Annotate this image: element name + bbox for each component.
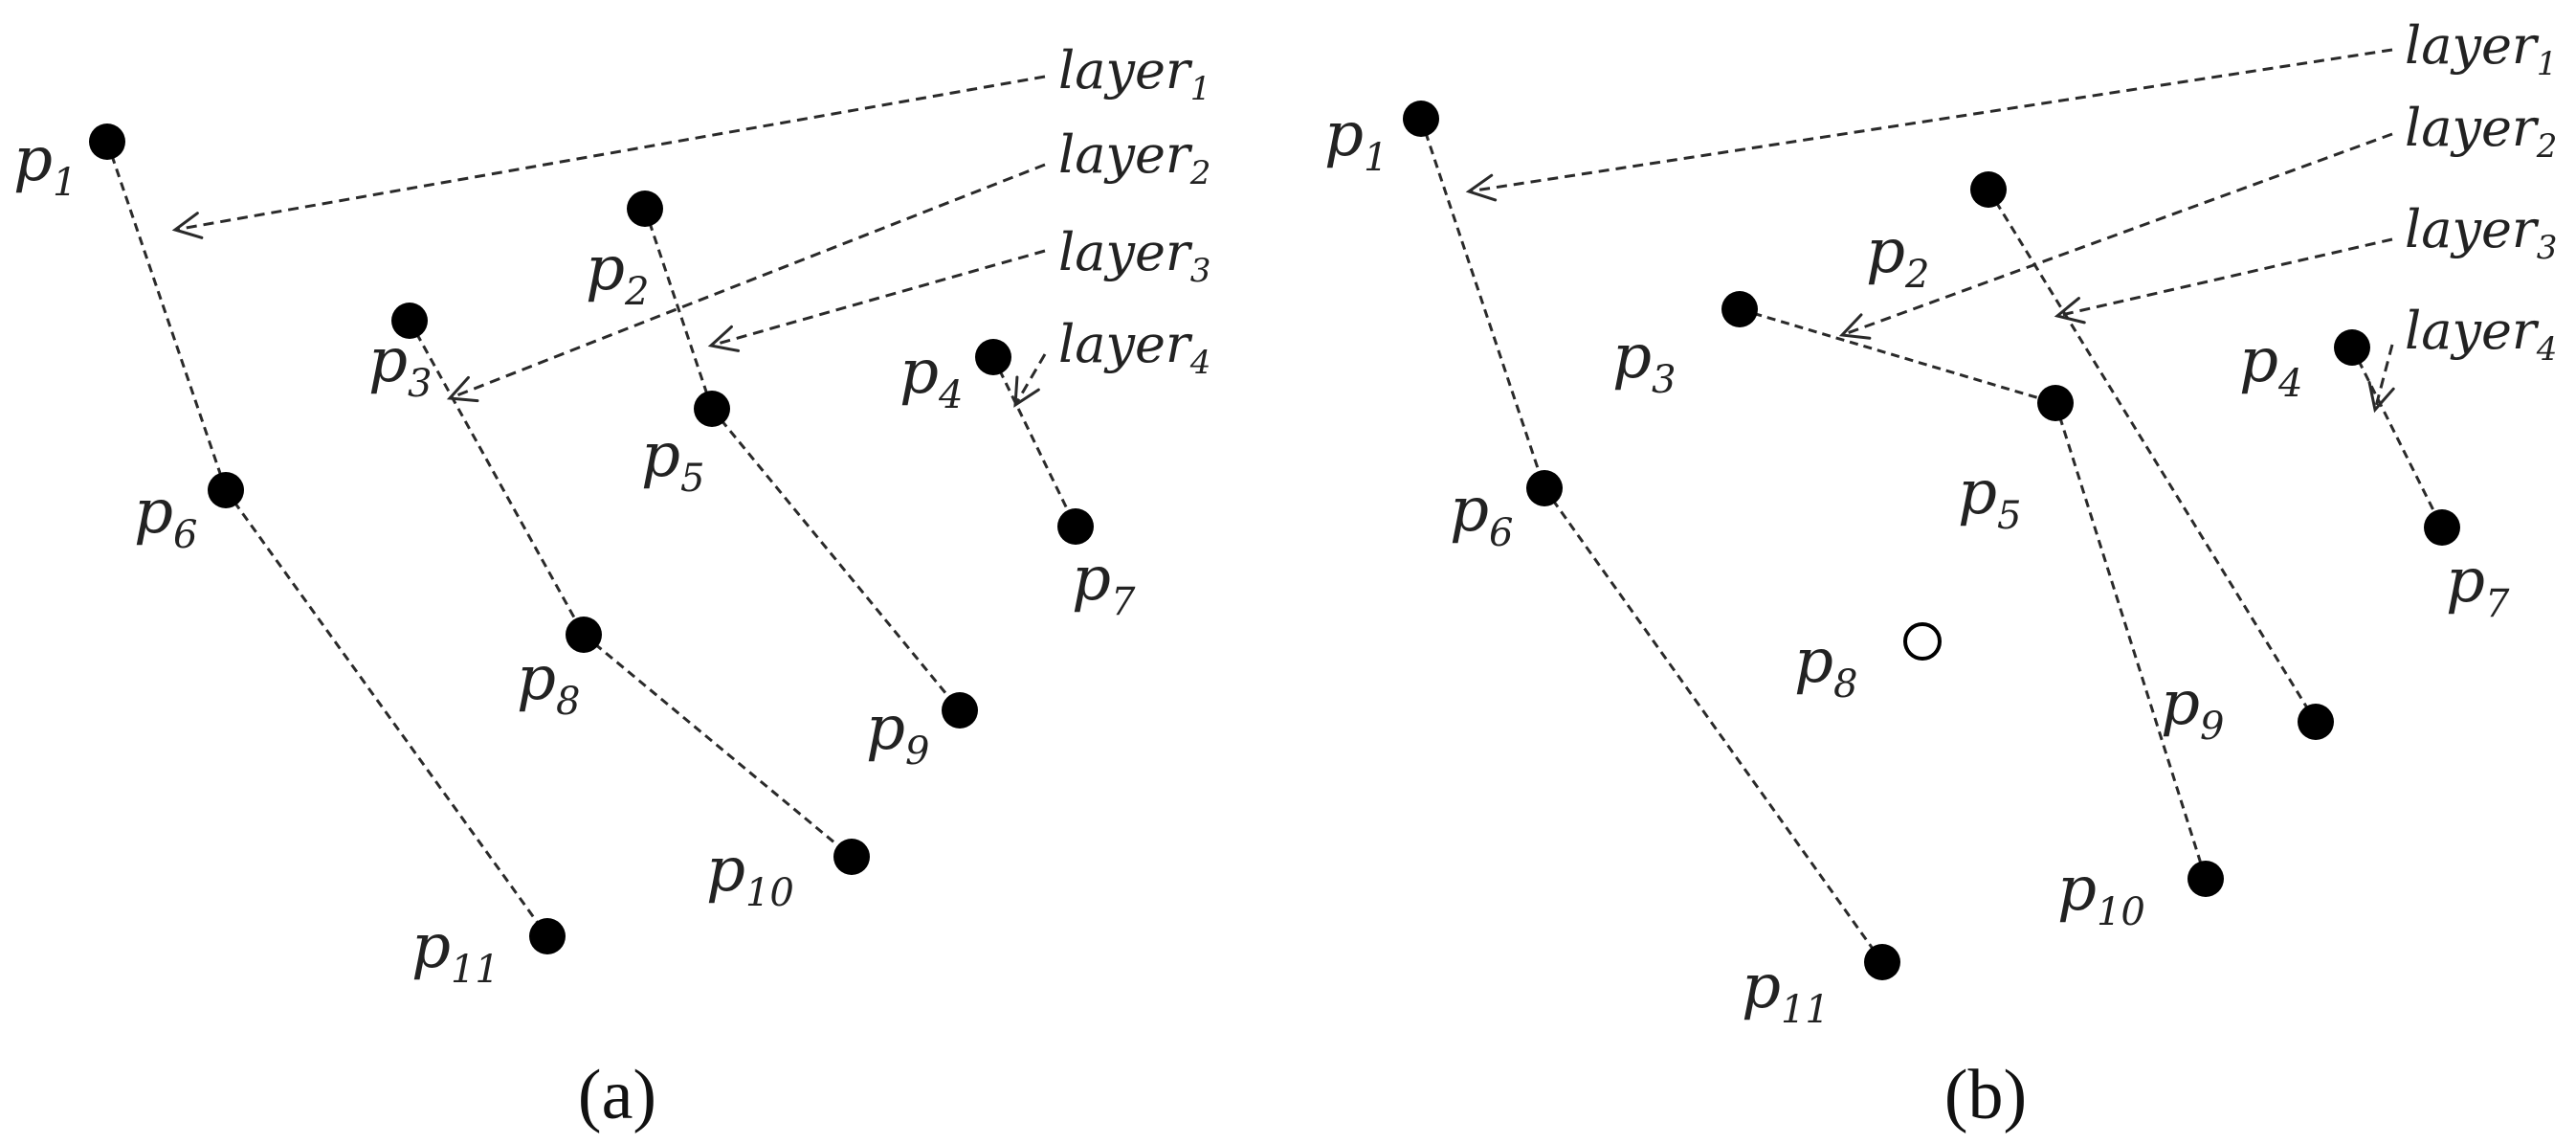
point-p6 bbox=[1526, 470, 1563, 506]
point-p1 bbox=[89, 123, 125, 160]
layer-1-arrowhead bbox=[1465, 173, 1498, 202]
point-label-p11: p11 bbox=[411, 911, 500, 992]
point-label-p2: p2 bbox=[586, 234, 649, 314]
edge-p2-p5 bbox=[643, 208, 714, 410]
point-p11 bbox=[529, 918, 566, 954]
point-p10 bbox=[2187, 861, 2224, 897]
point-label-p7: p7 bbox=[2446, 546, 2510, 626]
layer-3-arrowhead bbox=[2054, 297, 2086, 325]
point-label-p2: p2 bbox=[1866, 216, 1929, 297]
point-label-p8: p8 bbox=[1794, 626, 1857, 707]
layer-4-arrowhead bbox=[1013, 375, 1040, 408]
layer-3-arrow bbox=[2056, 237, 2393, 318]
panel-caption-a: (a) bbox=[578, 1056, 656, 1134]
point-p11 bbox=[1864, 944, 1900, 980]
point-label-p5: p5 bbox=[641, 420, 704, 501]
point-label-p4: p4 bbox=[2239, 325, 2302, 406]
point-p9 bbox=[2298, 704, 2334, 740]
layer-label-4: layer4 bbox=[1058, 314, 1210, 382]
point-p1 bbox=[1403, 101, 1439, 137]
point-label-p11: p11 bbox=[1742, 952, 1830, 1032]
point-label-p10: p10 bbox=[2057, 854, 2145, 934]
point-p8 bbox=[566, 617, 602, 653]
point-p5 bbox=[694, 391, 730, 427]
edge-p4-p7 bbox=[991, 356, 1077, 527]
point-p9 bbox=[942, 692, 978, 729]
point-label-p3: p3 bbox=[1612, 322, 1676, 402]
layer-label-3: layer3 bbox=[1058, 222, 1210, 290]
point-p3 bbox=[391, 303, 428, 339]
point-p4 bbox=[975, 339, 1011, 375]
layer-2-arrowhead bbox=[1838, 313, 1872, 340]
edge-p4-p7 bbox=[2350, 347, 2444, 528]
point-p8 bbox=[1903, 622, 1942, 661]
layer-2-arrowhead bbox=[446, 375, 479, 403]
point-label-p5: p5 bbox=[1958, 458, 2021, 538]
panel-a: p1 p2 p3 p4 p5 p6 p7 p8 p9 p10 p11 layer1 layer2 laye… bbox=[13, 40, 1210, 1134]
point-p5 bbox=[2037, 385, 2074, 421]
point-label-p1: p1 bbox=[13, 124, 77, 205]
layer-label-3: layer3 bbox=[2405, 199, 2557, 267]
point-label-p10: p10 bbox=[706, 835, 794, 915]
point-p10 bbox=[833, 839, 870, 875]
edge-p5-p9 bbox=[710, 408, 962, 711]
point-p4 bbox=[2334, 329, 2370, 366]
layer-4-arrowhead bbox=[2367, 381, 2395, 414]
point-label-p3: p3 bbox=[368, 325, 432, 406]
layer-3-arrowhead bbox=[707, 325, 741, 352]
panel-caption-b: (b) bbox=[1944, 1056, 2027, 1134]
point-p2 bbox=[627, 191, 663, 227]
layer-label-1: layer1 bbox=[2405, 15, 2557, 83]
layer-1-arrowhead bbox=[171, 212, 204, 239]
edge-p3-p5 bbox=[1739, 307, 2056, 405]
point-label-p9: p9 bbox=[2161, 668, 2224, 749]
edge-p8-p10 bbox=[583, 633, 853, 859]
panel-b: p1 p2 p3 p4 p5 p6 p7 p8 p9 p10 p11 layer1 layer2 laye… bbox=[1324, 15, 2557, 1134]
layer-4-arrow bbox=[1013, 353, 1047, 406]
point-label-p9: p9 bbox=[866, 693, 929, 774]
point-p7 bbox=[2424, 509, 2460, 546]
layer-4-arrow bbox=[2373, 344, 2394, 411]
layer-2-arrow bbox=[1841, 132, 2393, 337]
layer-3-arrow bbox=[710, 249, 1046, 348]
point-label-p7: p7 bbox=[1072, 544, 1136, 624]
point-label-p1: p1 bbox=[1324, 100, 1388, 180]
point-label-p8: p8 bbox=[517, 643, 580, 724]
edge-p3-p8 bbox=[408, 320, 586, 636]
edge-p1-p6 bbox=[1419, 118, 1546, 489]
layer-1-arrow bbox=[1468, 48, 2393, 193]
point-p3 bbox=[1721, 291, 1758, 327]
edge-p6-p11 bbox=[1543, 487, 1884, 963]
point-p6 bbox=[208, 472, 244, 508]
layer-1-arrow bbox=[174, 75, 1046, 232]
point-p7 bbox=[1057, 508, 1094, 545]
edge-p5-p10 bbox=[2054, 402, 2208, 880]
point-label-p4: p4 bbox=[899, 337, 963, 417]
point-p2 bbox=[1970, 171, 2007, 208]
point-label-p6: p6 bbox=[1450, 475, 1513, 555]
layer-label-1: layer1 bbox=[1058, 40, 1210, 108]
edge-p2-p9 bbox=[1987, 189, 2318, 723]
layer-2-arrow bbox=[449, 163, 1046, 400]
edge-p1-p6 bbox=[105, 141, 228, 491]
layer-label-4: layer4 bbox=[2405, 301, 2557, 369]
edge-p6-p11 bbox=[224, 489, 549, 937]
point-label-p6: p6 bbox=[134, 477, 197, 557]
layer-label-2: layer2 bbox=[1058, 124, 1210, 192]
layer-label-2: layer2 bbox=[2405, 98, 2557, 166]
